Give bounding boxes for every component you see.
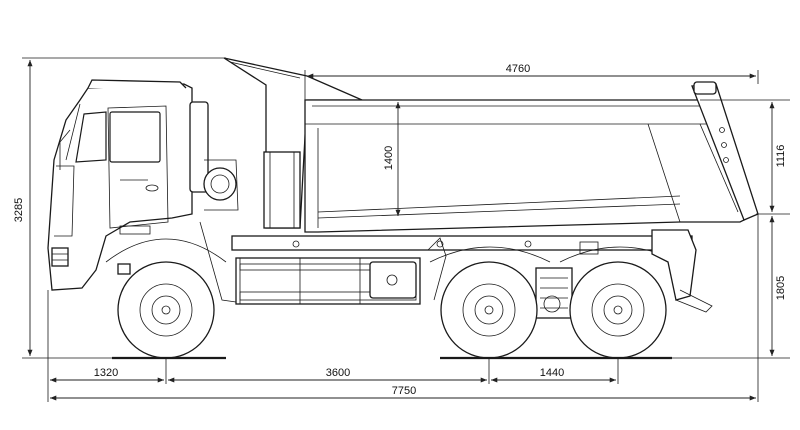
dim-wheelbase: 3600 bbox=[168, 367, 487, 383]
dim-front-overhang: 1320 bbox=[50, 367, 164, 383]
dim-label-body-length: 4760 bbox=[506, 63, 530, 75]
dim-body-top-height: 1116 bbox=[769, 102, 787, 212]
dump-body bbox=[223, 57, 759, 233]
dim-label-frame-height: 1805 bbox=[775, 276, 787, 300]
dim-overall-length: 7750 bbox=[50, 385, 756, 401]
dim-body-length: 4760 bbox=[307, 63, 756, 79]
dim-label-overall-length: 7750 bbox=[392, 385, 416, 397]
dim-body-height: 1400 bbox=[383, 102, 401, 216]
front-wheel bbox=[117, 261, 215, 359]
cab bbox=[47, 79, 239, 291]
dim-overall-height: 3285 bbox=[13, 60, 33, 356]
dim-label-body-top-height: 1116 bbox=[775, 145, 787, 168]
dim-label-rear-axle-spacing: 1440 bbox=[540, 367, 564, 379]
dim-frame-height: 1805 bbox=[769, 216, 787, 356]
chassis-frame bbox=[105, 221, 713, 319]
dim-label-front-overhang: 1320 bbox=[94, 367, 118, 379]
rear-wheel-2 bbox=[569, 261, 667, 359]
extension-lines bbox=[22, 57, 790, 402]
dim-label-body-height: 1400 bbox=[383, 146, 395, 170]
dim-label-overall-height: 3285 bbox=[13, 198, 25, 222]
dim-rear-axle-spacing: 1440 bbox=[491, 367, 616, 383]
rear-wheel-1 bbox=[440, 261, 538, 359]
dim-label-wheelbase: 3600 bbox=[326, 367, 350, 379]
